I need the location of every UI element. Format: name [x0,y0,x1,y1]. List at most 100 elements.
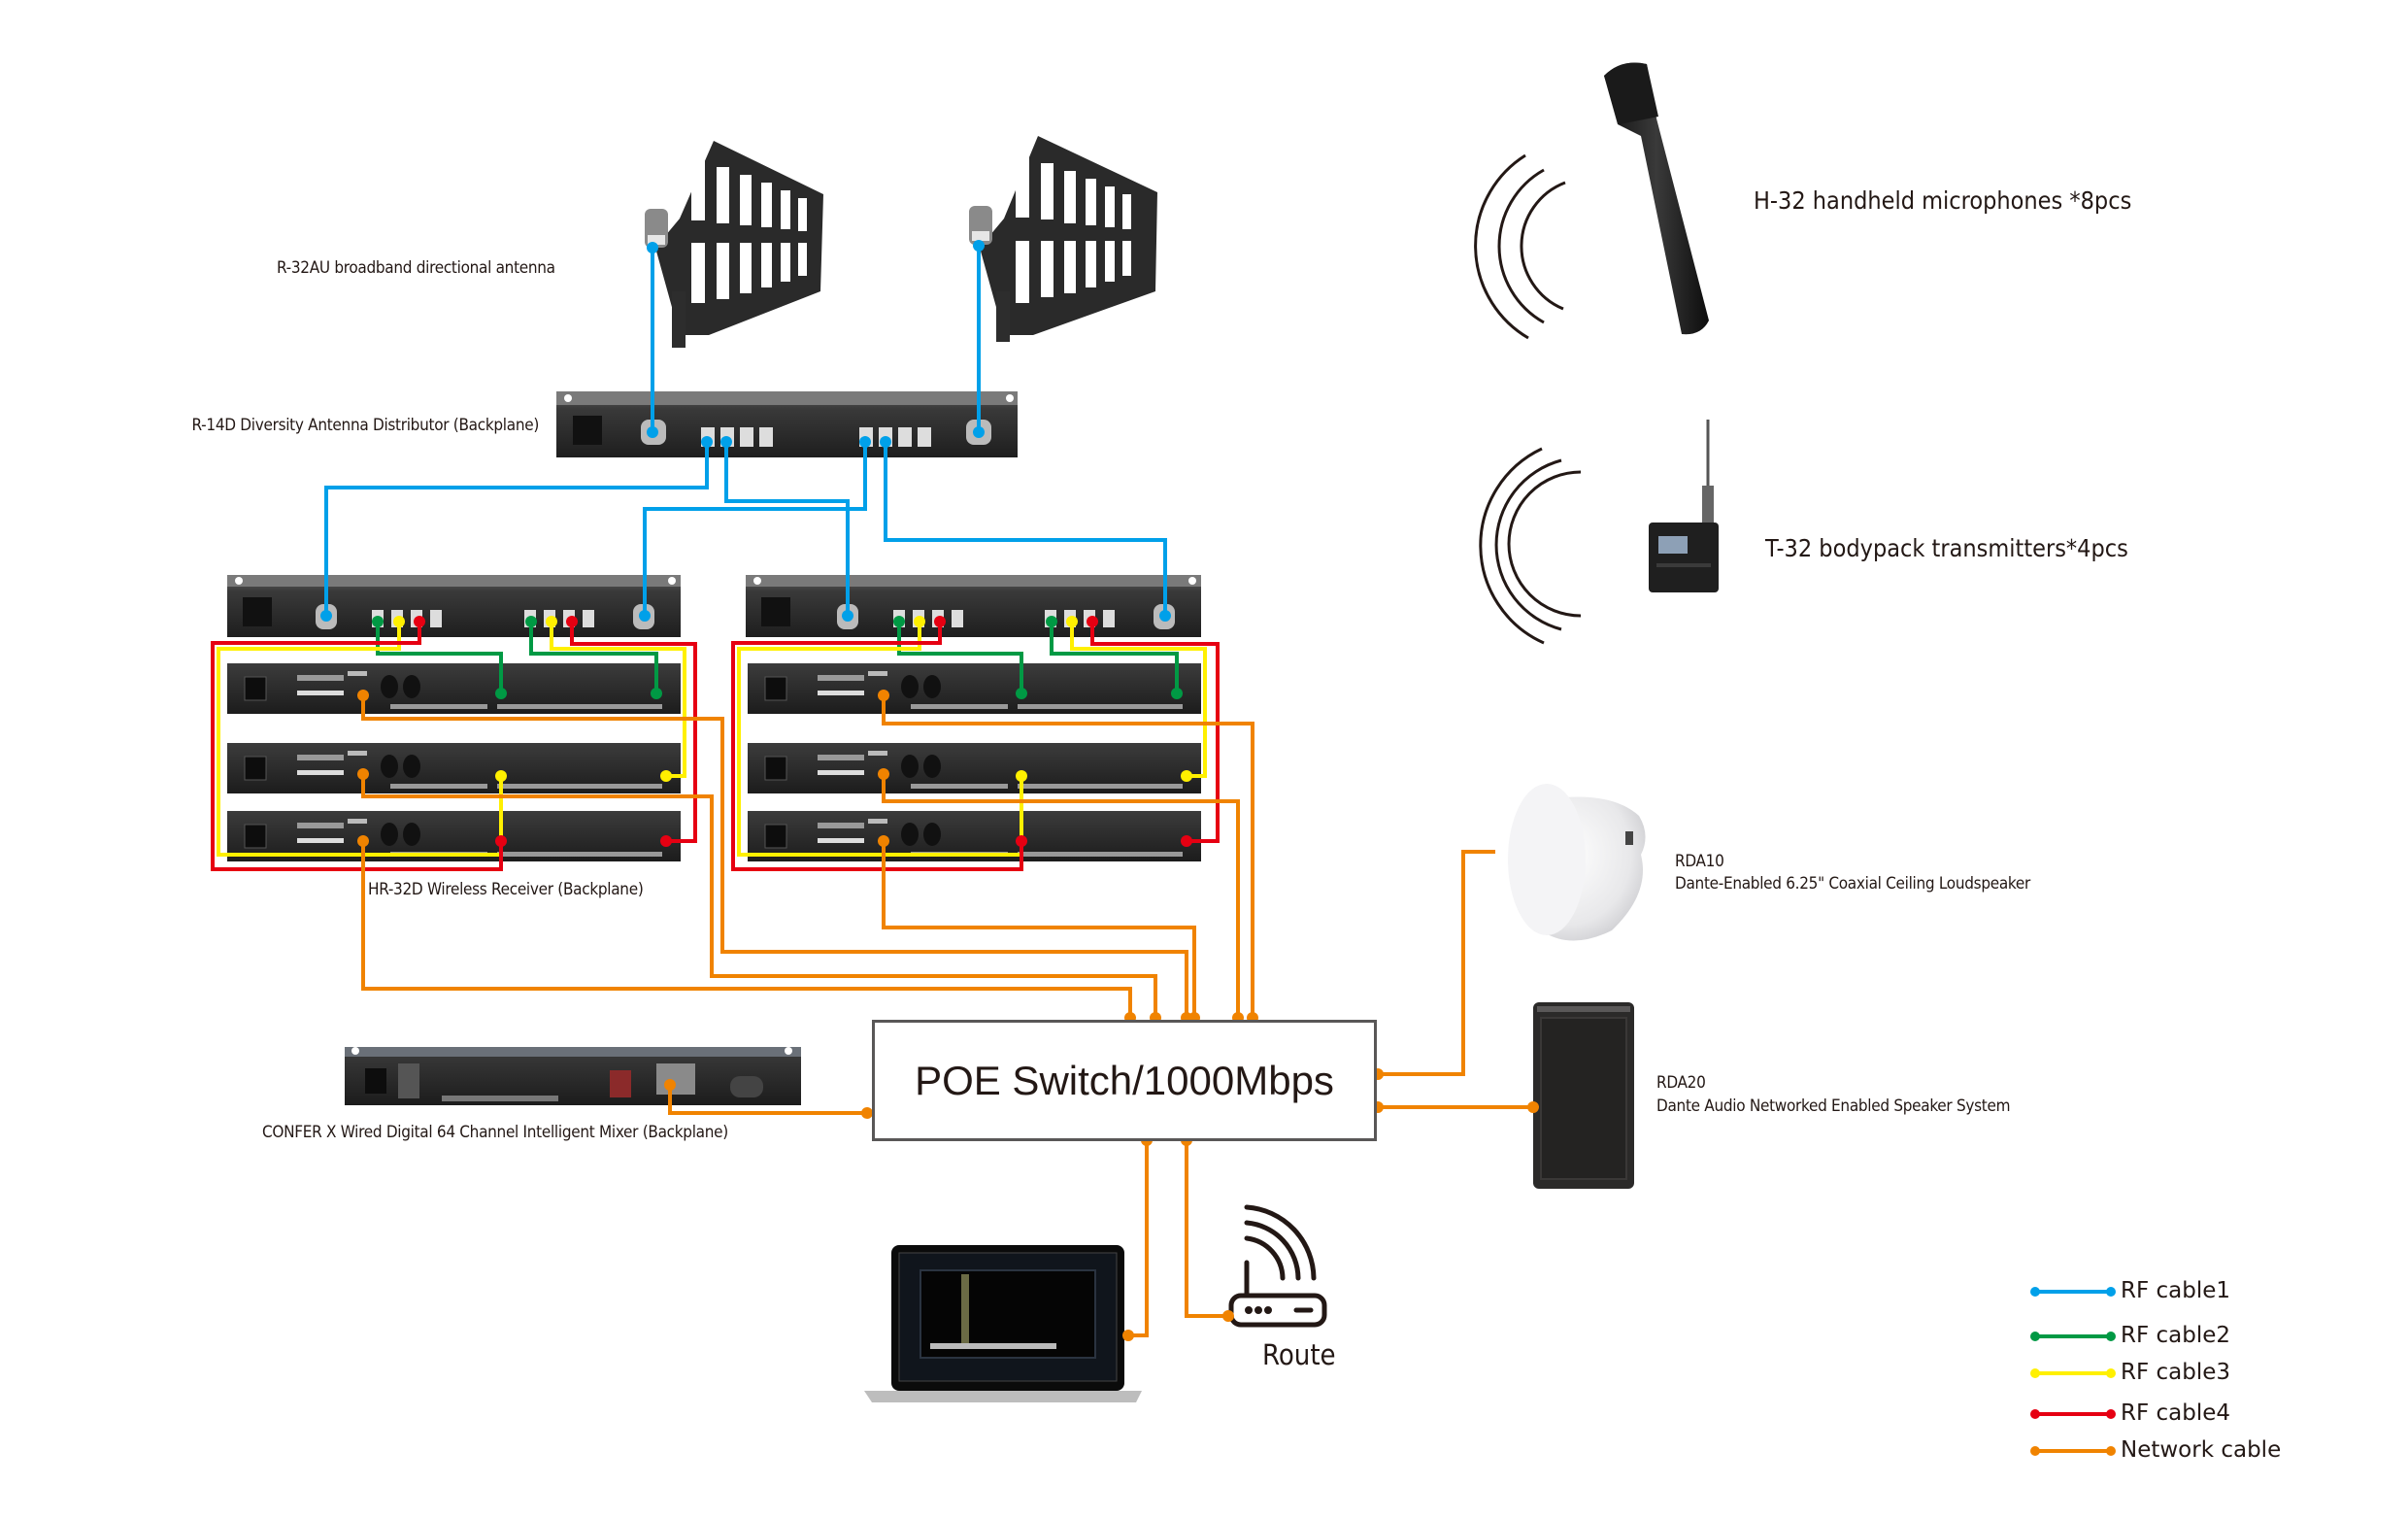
connector-dot [664,1079,676,1091]
receiver-rack-left [227,575,681,637]
microphone-icon [1604,62,1709,335]
connector-dot [660,770,672,782]
connector-dot [1016,770,1027,782]
rf-cable1 [324,442,709,616]
connector-dot [393,616,405,627]
connector-dot [651,688,662,699]
rda10-description: Dante-Enabled 6.25" Coaxial Ceiling Loud… [1675,874,2030,894]
legend-item-network-cable: Network cable [2029,1437,2321,1467]
receiver-unit [748,743,1201,793]
receiver-unit [227,743,681,793]
connector-dot [720,436,732,448]
rf-cable2 [1050,622,1179,693]
rf-cable3 [1070,622,1207,778]
connector-dot [357,835,369,847]
network-cable [1185,1140,1228,1318]
connector-dot [1527,1101,1539,1113]
network-cable [1128,1140,1149,1337]
legend-item-rf-cable1: RF cable1 [2029,1278,2321,1307]
connector-dot [546,616,557,627]
connector-dot [1222,1310,1234,1322]
distributor-label: R-14D Diversity Antenna Distributor (Bac… [191,416,540,435]
legend-label: RF cable3 [2121,1360,2231,1385]
rda20-description: Dante Audio Networked Enabled Speaker Sy… [1656,1096,2011,1116]
legend-item-rf-cable3: RF cable3 [2029,1360,2321,1389]
connector-dot [1066,616,1078,627]
connector-dot [1087,616,1098,627]
rf-cable4 [731,622,1023,871]
connector-dot [893,616,905,627]
ceiling-speaker-icon [1508,784,1646,941]
radio-waves-icon [1479,447,1582,645]
connector-dot [880,436,891,448]
rda10-model: RDA10 [1675,852,1724,871]
router-label: Route [1262,1338,1336,1371]
network-cable [361,695,1188,1018]
connector-dot [639,610,651,622]
rf-cable2 [897,622,1023,693]
legend-label: RF cable4 [2121,1400,2231,1426]
legend-item-rf-cable2: RF cable2 [2029,1323,2321,1352]
receiver-label: HR-32D Wireless Receiver (Backplane) [368,880,644,899]
connector-dot [859,436,871,448]
connector-dot [320,610,332,622]
network-cable [882,841,1196,1018]
legend-label: Network cable [2121,1437,2282,1463]
legend-label: RF cable2 [2121,1323,2231,1348]
connector-dot [566,616,578,627]
connector-dot [1171,688,1183,699]
wifi-router-icon [1228,1204,1327,1328]
network-cable [1378,850,1495,1076]
rf-cable2 [376,622,503,693]
mixer-device [345,1047,801,1105]
connector-dot [842,610,853,622]
network-cable [668,1085,867,1115]
rf-cable2 [529,622,658,693]
connector-dot [1016,835,1027,847]
connector-dot [1016,688,1027,699]
rda20-model: RDA20 [1656,1073,1706,1093]
connector-dot [1046,616,1057,627]
receiver-rack-right [746,575,1201,637]
antenna-distributor [556,391,1018,457]
rf-cable3 [550,622,686,778]
connector-dot [934,616,946,627]
connector-dot [525,616,537,627]
connector-dot [1181,770,1192,782]
switch-label: POE Switch/1000Mbps [915,1057,1334,1103]
connector-dot [973,426,985,438]
rf-cable1 [724,442,850,616]
connector-dot [878,768,889,780]
connector-dot [1159,610,1171,622]
connector-dot [372,616,384,627]
mixer-label: CONFER X Wired Digital 64 Channel Intell… [262,1123,728,1142]
receiver-unit [748,663,1201,714]
connector-dot [878,835,889,847]
bodypack-label: T-32 bodypack transmitters*4pcs [1765,534,2128,562]
receiver-units [227,663,1201,861]
connector-dot [1122,1330,1134,1341]
cable-layer [211,240,1539,1341]
rf-cable4 [211,622,503,871]
antenna-right [969,136,1157,342]
antenna-left [645,141,823,348]
poe-switch: POE Switch/1000Mbps [872,1020,1377,1141]
speaker-cabinet-icon [1533,1002,1634,1189]
connector-dot [701,436,713,448]
legend-item-rf-cable4: RF cable4 [2029,1400,2321,1430]
connector-dot [660,835,672,847]
handheld-mic-label: H-32 handheld microphones *8pcs [1754,186,2132,215]
antenna-label: R-32AU broadband directional antenna [277,258,555,278]
laptop-icon [864,1245,1142,1402]
connector-dot [878,690,889,701]
rf-cable1 [884,442,1167,616]
network-cable [882,695,1254,1018]
connector-dot [495,688,507,699]
connector-dot [861,1107,873,1119]
connector-dot [495,835,507,847]
connector-dot [647,426,658,438]
connector-dot [357,768,369,780]
rf-cable1 [643,442,867,616]
connector-dot [914,616,925,627]
legend-label: RF cable1 [2121,1278,2231,1303]
